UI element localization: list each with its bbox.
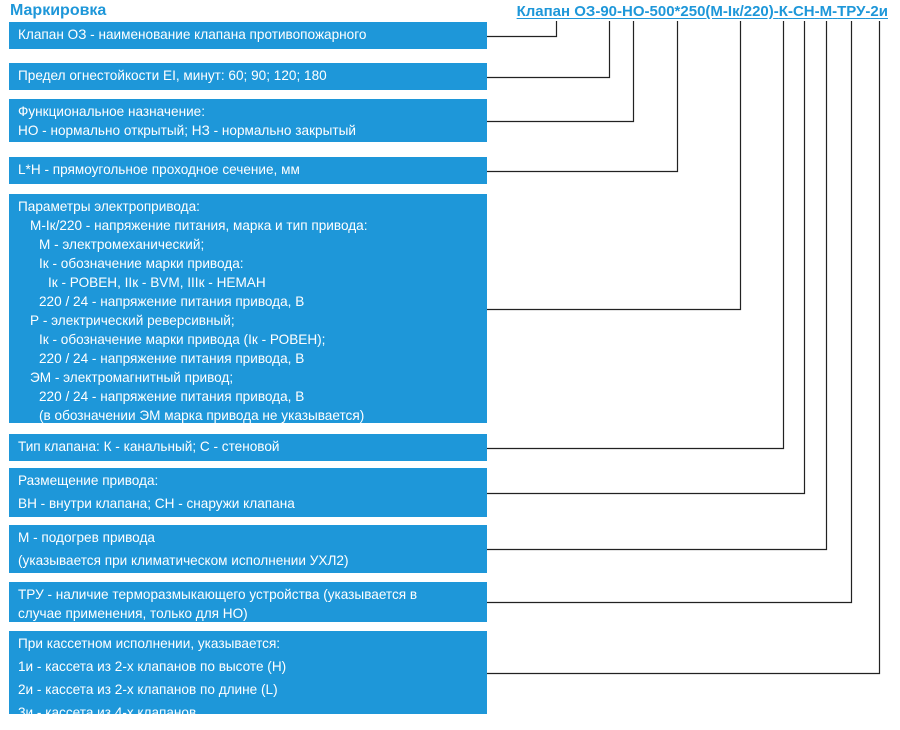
marking-code: Клапан ОЗ-90-НО-500*250(М-Iк/220)-К-СН-М… bbox=[517, 3, 888, 20]
box-line: ЭМ - электромагнитный привод; bbox=[30, 370, 234, 385]
code-segment: НО bbox=[622, 3, 645, 20]
connector-line bbox=[487, 21, 611, 79]
box-line: М - электромеханический; bbox=[39, 237, 205, 252]
box-drive-params: Параметры электропривода: М-Iк/220 - напр… bbox=[9, 194, 487, 423]
box-line: М-Iк/220 - напряжение питания, марка и т… bbox=[30, 218, 368, 233]
box-line: (указывается при климатическом исполнени… bbox=[18, 553, 349, 568]
code-segment: М bbox=[819, 3, 833, 20]
box-line: 220 / 24 - напряжение питания привода, В bbox=[39, 294, 305, 309]
code-segment: К bbox=[778, 3, 788, 20]
code-separator: - bbox=[617, 3, 623, 20]
code-separator: - bbox=[644, 3, 650, 20]
connector-line bbox=[487, 21, 635, 123]
code-segment: 500*250 bbox=[649, 3, 706, 20]
code-segment: 2и bbox=[870, 3, 888, 20]
code-segment: ТРУ bbox=[837, 3, 866, 20]
code-segment: 90 bbox=[600, 3, 618, 20]
connector-line bbox=[487, 21, 742, 311]
box-fire-resistance: Предел огнестойкости EI, минут: 60; 90; … bbox=[9, 63, 487, 90]
connector-line bbox=[487, 21, 785, 450]
box-line: ТРУ - наличие терморазмыкающего устройст… bbox=[18, 587, 418, 602]
code-segment: Клапан ОЗ bbox=[516, 3, 596, 20]
box-drive-placement: Размещение привода: ВН - внутри клапана; … bbox=[9, 468, 487, 517]
box-valve-type: Тип клапана: К - канальный; С - стеновой bbox=[9, 434, 487, 461]
code-separator: - bbox=[832, 3, 838, 20]
box-line: М - подогрев привода bbox=[18, 530, 155, 545]
connector-line bbox=[487, 21, 828, 551]
box-line: Функциональное назначение: bbox=[18, 104, 206, 119]
connector-line bbox=[487, 21, 881, 675]
box-line: 220 / 24 - напряжение питания привода, В bbox=[39, 389, 305, 404]
box-line: случае применения, только для НО) bbox=[18, 606, 248, 621]
box-line: 2и - кассета из 2-х клапанов по длине (L… bbox=[18, 682, 278, 697]
connector-line bbox=[487, 21, 853, 604]
box-line: Клапан ОЗ - наименование клапана противо… bbox=[18, 27, 367, 42]
code-separator: - bbox=[865, 3, 871, 20]
box-line: Iк - обозначение марки привода (Iк - РОВ… bbox=[39, 332, 326, 347]
code-separator: - bbox=[787, 3, 793, 20]
box-heating: М - подогрев привода (указывается при кли… bbox=[9, 525, 487, 573]
code-segment: СН bbox=[792, 3, 815, 20]
connector-line bbox=[487, 21, 679, 173]
box-line: НО - нормально открытый; НЗ - нормально … bbox=[18, 123, 356, 138]
box-line: Iк - обозначение марки привода: bbox=[39, 256, 244, 271]
box-line: 220 / 24 - напряжение питания привода, В bbox=[39, 351, 305, 366]
box-line: Тип клапана: К - канальный; С - стеновой bbox=[18, 439, 280, 454]
box-function: Функциональное назначение: НО - нормально… bbox=[9, 99, 487, 142]
box-line: ВН - внутри клапана; СН - снаружи клапан… bbox=[18, 496, 295, 511]
connector-line bbox=[487, 21, 558, 38]
box-line: Р - электрический реверсивный; bbox=[30, 313, 235, 328]
box-line: Предел огнестойкости EI, минут: 60; 90; … bbox=[18, 68, 327, 83]
box-line: Iк - РОВЕН, IIк - BVM, IIIк - НЕМАН bbox=[48, 275, 266, 290]
code-segment: (М-Iк/220) bbox=[705, 3, 774, 20]
box-line: 1и - кассета из 2-х клапанов по высоте (… bbox=[18, 659, 287, 674]
code-separator: - bbox=[595, 3, 601, 20]
code-separator: - bbox=[773, 3, 779, 20]
box-line: 3и - кассета из 4-х клапанов bbox=[18, 705, 197, 720]
connector-line bbox=[487, 21, 806, 495]
box-cassette: При кассетном исполнении, указывается: 1и… bbox=[9, 631, 487, 720]
box-line: L*H - прямоугольное проходное сечение, м… bbox=[18, 162, 300, 177]
box-section: L*H - прямоугольное проходное сечение, м… bbox=[9, 157, 487, 184]
box-thermal-device: ТРУ - наличие терморазмыкающего устройст… bbox=[9, 582, 487, 622]
box-valve-name: Клапан ОЗ - наименование клапана противо… bbox=[9, 22, 487, 49]
diagram-title: Маркировка bbox=[10, 2, 107, 19]
code-separator: - bbox=[814, 3, 820, 20]
box-line: Размещение привода: bbox=[18, 473, 159, 488]
box-line: Параметры электропривода: bbox=[18, 199, 200, 214]
box-line: (в обозначении ЭМ марка привода не указы… bbox=[39, 408, 365, 423]
box-line: При кассетном исполнении, указывается: bbox=[18, 636, 281, 651]
